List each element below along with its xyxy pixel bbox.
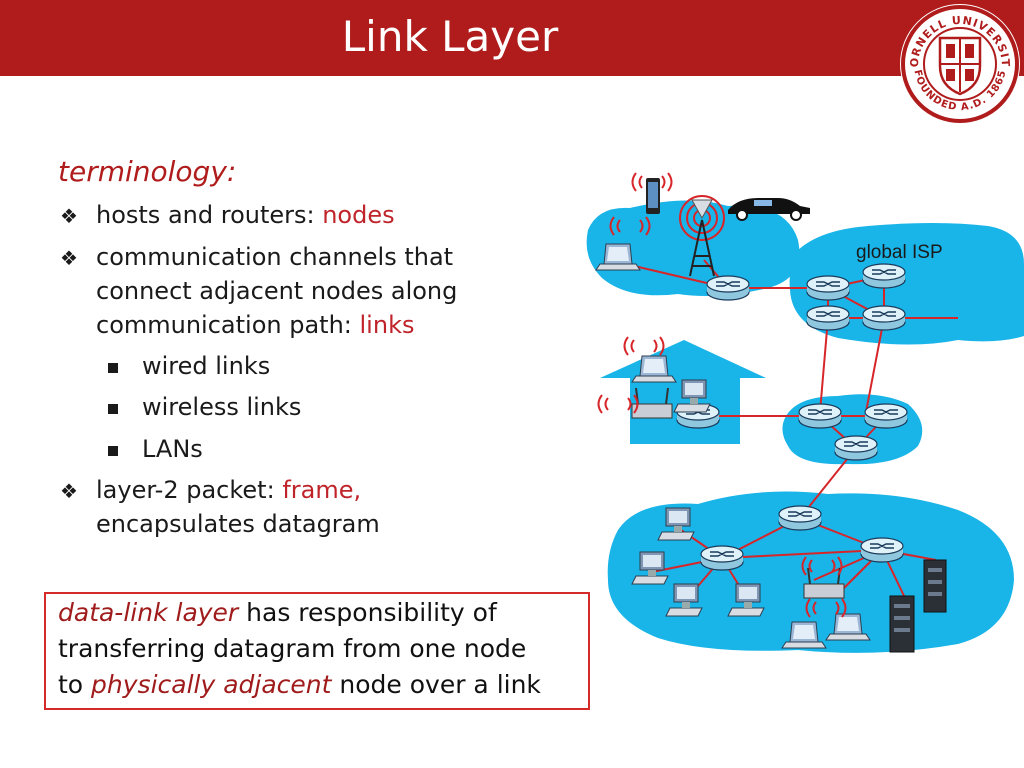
router-icon (860, 537, 904, 563)
router-icon (706, 275, 750, 301)
shield-icon (938, 36, 982, 96)
diamond-bullet-icon: ❖ (60, 246, 78, 270)
router-icon (862, 263, 906, 289)
server-icon (889, 595, 915, 653)
definition-text: to (58, 670, 92, 699)
diamond-bullet-icon: ❖ (60, 204, 78, 228)
square-bullet-icon (108, 404, 118, 414)
bullet-links-line2: connect adjacent nodes along (96, 277, 458, 305)
router-icon (778, 505, 822, 531)
definition-line-2: transferring datagram from one node (58, 634, 527, 663)
subitem-lans: LANs (142, 435, 203, 463)
term-data-link-layer: data-link layer (58, 598, 239, 627)
network-diagram: global ISP (586, 172, 1024, 653)
bullet-links-line1: communication channels that (96, 243, 454, 271)
smartphone-icon (631, 172, 673, 214)
subitem-wired-links: wired links (142, 352, 271, 380)
bullet-frame: layer-2 packet: frame, (96, 476, 361, 504)
definition-line-1: data-link layer has responsibility of (58, 598, 497, 627)
wifi-access-point-icon (597, 387, 673, 419)
definition-text: node over a link (331, 670, 541, 699)
bullet-nodes: hosts and routers: nodes (96, 201, 395, 229)
mobile-network-cloud (586, 200, 800, 296)
bullet-text: hosts and routers: (96, 201, 323, 229)
slide-title: Link Layer (341, 12, 559, 61)
bullet-text: layer-2 packet: (96, 476, 283, 504)
definition-box: data-link layer has responsibility of tr… (44, 592, 590, 710)
global-isp-label: global ISP (856, 242, 943, 263)
highlight-nodes: nodes (322, 201, 395, 229)
square-bullet-icon (108, 363, 118, 373)
router-icon (864, 403, 908, 429)
definition-text: has responsibility of (238, 598, 497, 627)
definition-line-3: to physically adjacent node over a link (58, 670, 541, 699)
router-icon (700, 545, 744, 571)
router-icon (798, 403, 842, 429)
highlight-links: links (359, 311, 415, 339)
highlight-frame: frame, (282, 476, 362, 504)
terminology-heading: terminology: (58, 155, 237, 188)
router-icon (806, 275, 850, 301)
router-icon (806, 305, 850, 331)
square-bullet-icon (108, 446, 118, 456)
cell-tower-icon (679, 195, 725, 277)
bullet-links-line3: communication path: links (96, 311, 414, 339)
bullet-text: communication path: (96, 311, 360, 339)
router-icon (862, 305, 906, 331)
title-bar: Link Layer (0, 0, 1024, 76)
router-icon (834, 435, 878, 461)
wifi-access-point-icon (801, 556, 847, 618)
cornell-seal-logo: CORNELL UNIVERSITY FOUNDED A.D. 1865 (896, 2, 1020, 124)
car-icon (728, 198, 810, 221)
server-icon (923, 559, 947, 613)
term-physically-adjacent: physically adjacent (91, 670, 332, 699)
subitem-wireless-links: wireless links (142, 393, 302, 421)
diamond-bullet-icon: ❖ (60, 479, 78, 503)
bullet-frame-line2: encapsulates datagram (96, 510, 380, 538)
